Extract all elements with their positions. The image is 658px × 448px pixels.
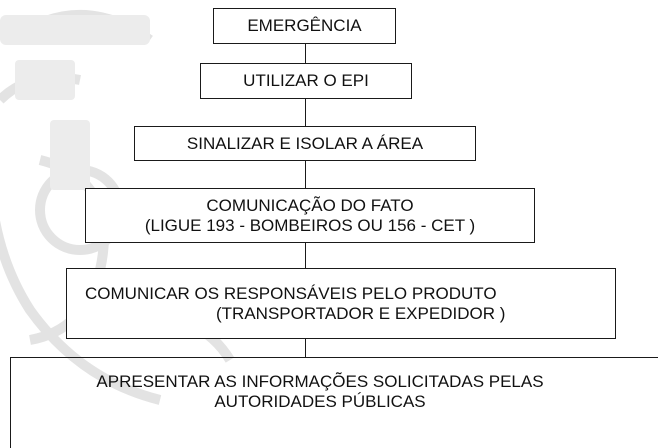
step-comunicar-responsaveis: COMUNICAR OS RESPONSÁVEIS PELO PRODUTO (… [66,268,616,339]
step-utilizar-epi-label: UTILIZAR O EPI [243,71,369,90]
step-utilizar-epi: UTILIZAR O EPI [200,63,412,99]
step-comunicar-responsaveis-line2: (TRANSPORTADOR E EXPEDIDOR ) [216,303,506,323]
step-apresentar-line2: AUTORIDADES PÚBLICAS [214,392,426,411]
step-emergencia-label: EMERGÊNCIA [247,16,362,35]
step-comunicacao-fato-line2: (LIGUE 193 - BOMBEIROS OU 156 - CET ) [144,215,476,235]
step-comunicacao-fato: COMUNICAÇÃO DO FATO (LIGUE 193 - BOMBEIR… [85,188,535,243]
step-apresentar-line1: APRESENTAR AS INFORMAÇÕES SOLICITADAS PE… [96,372,544,391]
connector-5-6 [305,338,306,358]
step-sinalizar-isolar-label: SINALIZAR E ISOLAR A ÁREA [186,133,424,153]
step-emergencia: EMERGÊNCIA [213,8,396,44]
step-apresentar-informacoes: APRESENTAR AS INFORMAÇÕES SOLICITADAS PE… [20,372,620,412]
step-comunicacao-fato-line1: COMUNICAÇÃO DO FATO [206,195,414,215]
connector-4-5 [305,242,306,268]
connector-2-3 [305,98,306,126]
connector-1-2 [305,43,306,63]
step-sinalizar-isolar: SINALIZAR E ISOLAR A ÁREA [134,126,476,161]
step-comunicar-responsaveis-line1: COMUNICAR OS RESPONSÁVEIS PELO PRODUTO [85,283,497,303]
connector-3-4 [305,160,306,188]
